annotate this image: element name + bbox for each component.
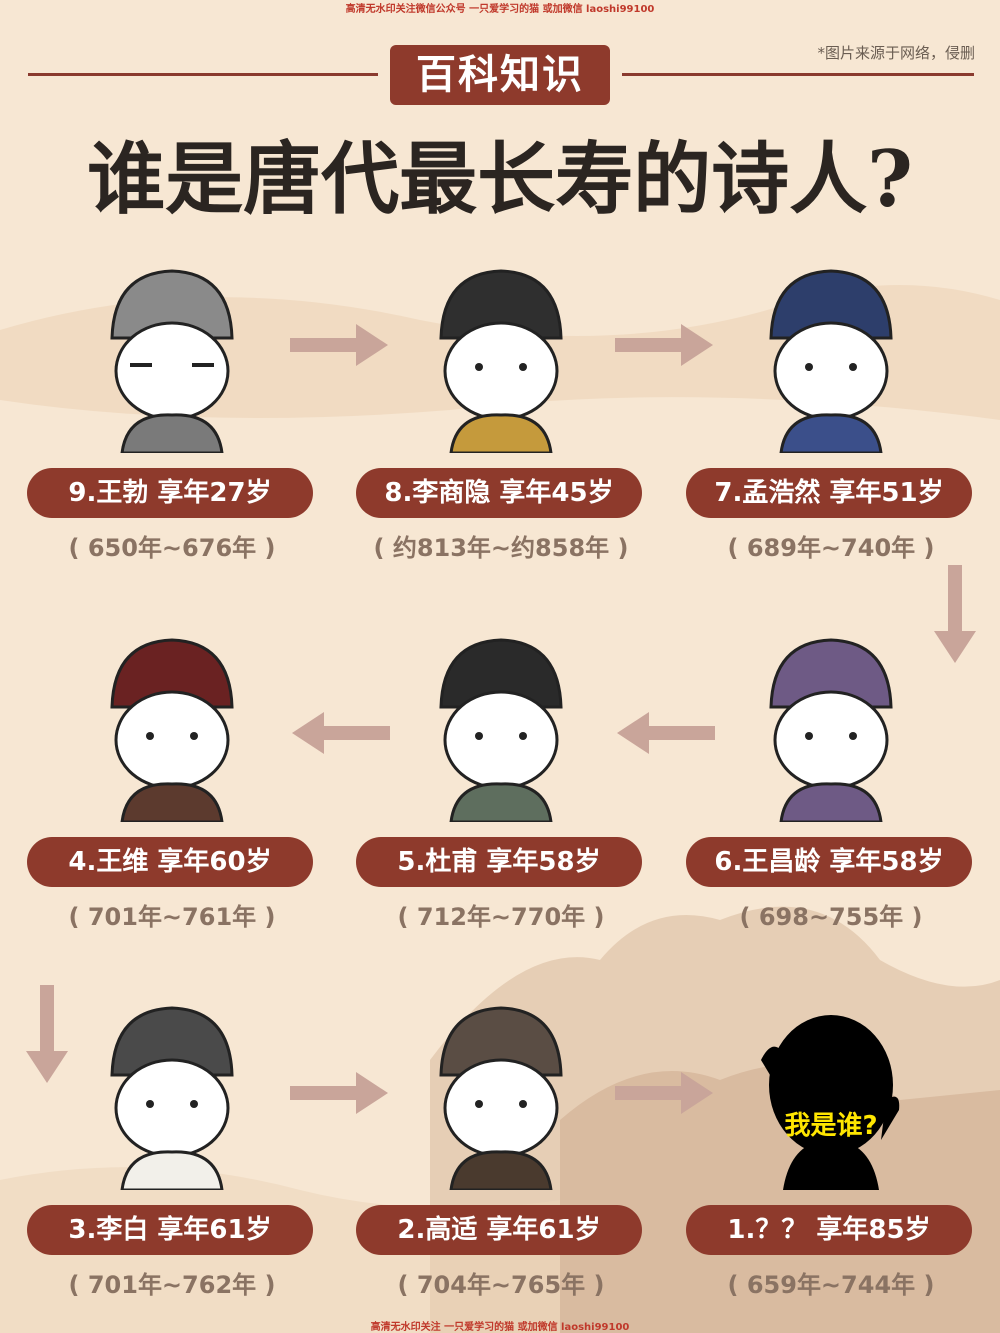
header-rule-left <box>28 73 378 76</box>
poet-card-6: 6.王昌龄 享年58岁 ( 698~755年 ) <box>686 632 976 932</box>
poet-label: 7.孟浩然 享年51岁 <box>686 468 972 518</box>
poet-years: ( 701年~762年 ) <box>68 1271 276 1299</box>
poet-card-8: 8.李商隐 享年45岁 ( 约813年~约858年 ) <box>356 263 646 563</box>
poet-avatar-icon <box>439 638 563 822</box>
poet-label: 2.高适 享年61岁 <box>356 1205 642 1255</box>
poet-avatar-icon <box>769 638 893 822</box>
poet-years: ( 698~755年 ) <box>739 903 923 931</box>
poet-years: ( 701年~761年 ) <box>68 903 276 931</box>
poet-card-5: 5.杜甫 享年58岁 ( 712年~770年 ) <box>356 632 646 932</box>
poet-avatar-icon <box>110 269 234 453</box>
poet-avatar-icon <box>439 269 563 453</box>
poet-label: 8.李商隐 享年45岁 <box>356 468 642 518</box>
source-note: *图片来源于网络，侵删 <box>817 44 975 62</box>
arrow-left-icon <box>617 712 715 754</box>
poet-card-7: 7.孟浩然 享年51岁 ( 689年~740年 ) <box>686 263 976 563</box>
poet-label: 5.杜甫 享年58岁 <box>356 837 642 887</box>
poet-label: 6.王昌龄 享年58岁 <box>686 837 972 887</box>
arrow-left-icon <box>292 712 390 754</box>
page-title: 谁是唐代最长寿的诗人? <box>87 134 913 225</box>
poet-years: ( 659年~744年 ) <box>727 1271 935 1299</box>
poet-avatar-icon <box>110 638 234 822</box>
arrow-down-icon <box>26 985 68 1083</box>
watermark-bottom: 高清无水印关注 一只爱学习的猫 或加微信 laoshi99100 <box>370 1322 630 1333</box>
poet-years: ( 650年~676年 ) <box>68 534 276 562</box>
header-rule-right <box>622 73 974 76</box>
poet-label: 9.王勃 享年27岁 <box>27 468 313 518</box>
poet-label: 1.？？ 享年85岁 <box>686 1205 972 1255</box>
mystery-label: 我是谁? <box>784 1111 878 1141</box>
arrow-down-icon <box>934 565 976 663</box>
poet-years: ( 704年~765年 ) <box>397 1271 605 1299</box>
poet-years: ( 约813年~约858年 ) <box>373 534 629 562</box>
mystery-silhouette-icon <box>761 1015 900 1190</box>
poet-avatar-icon <box>439 1006 563 1190</box>
arrow-right-icon <box>290 1072 388 1114</box>
poet-avatar-icon <box>110 1006 234 1190</box>
poet-card-4: 4.王维 享年60岁 ( 701年~761年 ) <box>27 632 317 932</box>
poet-card-3: 3.李白 享年61岁 ( 701年~762年 ) <box>27 1000 317 1300</box>
poet-label: 3.李白 享年61岁 <box>27 1205 313 1255</box>
watermark-top: 高清无水印关注微信公众号 一只爱学习的猫 或加微信 laoshi99100 <box>345 4 655 15</box>
poet-years: ( 689年~740年 ) <box>727 534 935 562</box>
poet-label: 4.王维 享年60岁 <box>27 837 313 887</box>
category-badge: 百科知识 <box>390 45 610 105</box>
poet-card-9: 9.王勃 享年27岁 ( 650年~676年 ) <box>27 263 317 563</box>
arrow-right-icon <box>615 324 713 366</box>
arrow-right-icon <box>615 1072 713 1114</box>
poet-card-2: 2.高适 享年61岁 ( 704年~765年 ) <box>356 1000 646 1300</box>
poet-years: ( 712年~770年 ) <box>397 903 605 931</box>
arrow-right-icon <box>290 324 388 366</box>
poet-avatar-icon <box>769 269 893 453</box>
poet-card-1-mystery: 我是谁? 1.？？ 享年85岁 ( 659年~744年 ) <box>686 1000 976 1300</box>
